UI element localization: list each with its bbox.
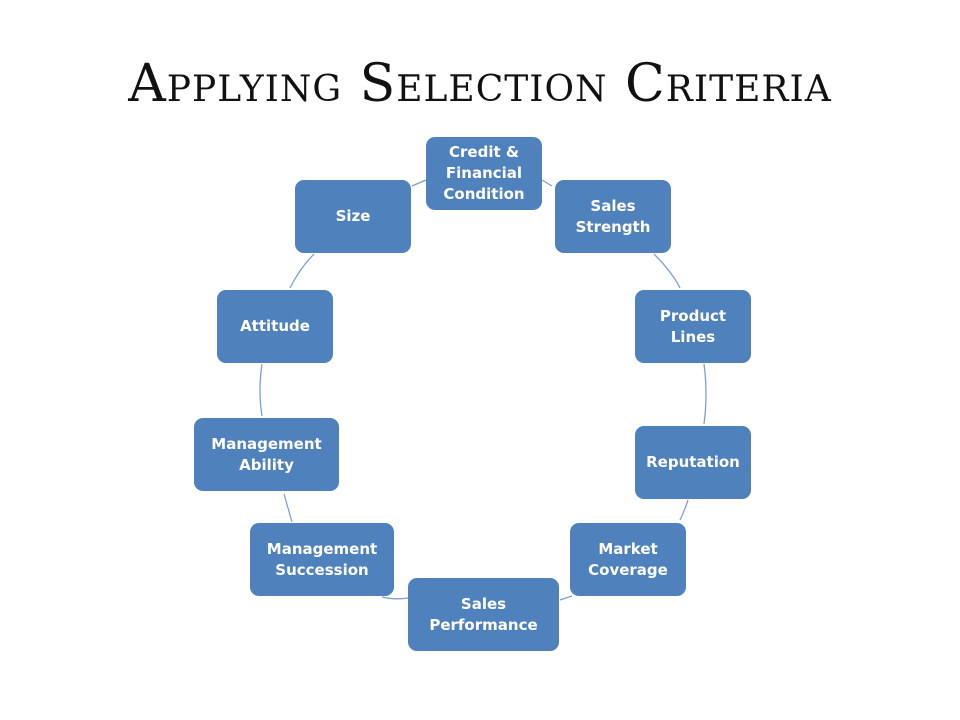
cycle-arc [541,179,553,187]
cycle-arc [259,363,263,417]
cycle-arc [679,499,689,521]
cycle-arc [559,595,573,601]
cycle-arc [283,493,293,523]
cycle-node-market-coverage[interactable]: Market Coverage [570,523,686,596]
cycle-node-product-lines[interactable]: Product Lines [635,290,751,363]
cycle-node-sales-strength[interactable]: Sales Strength [555,180,671,253]
slide-title: Applying Selection Criteria [128,54,832,114]
cycle-node-management-ability[interactable]: Management Ability [194,418,339,491]
cycle-arc [411,179,427,187]
cycle-node-management-succession[interactable]: Management Succession [250,523,394,596]
cycle-node-sales-performance[interactable]: Sales Performance [408,578,559,651]
cycle-node-attitude[interactable]: Attitude [217,290,333,363]
cycle-arc [653,253,681,289]
cycle-node-size[interactable]: Size [295,180,411,253]
cycle-node-credit-financial-condition[interactable]: Credit & Financial Condition [426,137,542,210]
cycle-node-reputation[interactable]: Reputation [635,426,751,499]
cycle-arc [703,363,707,425]
cycle-arc [289,253,315,289]
cycle-arc [381,596,409,600]
